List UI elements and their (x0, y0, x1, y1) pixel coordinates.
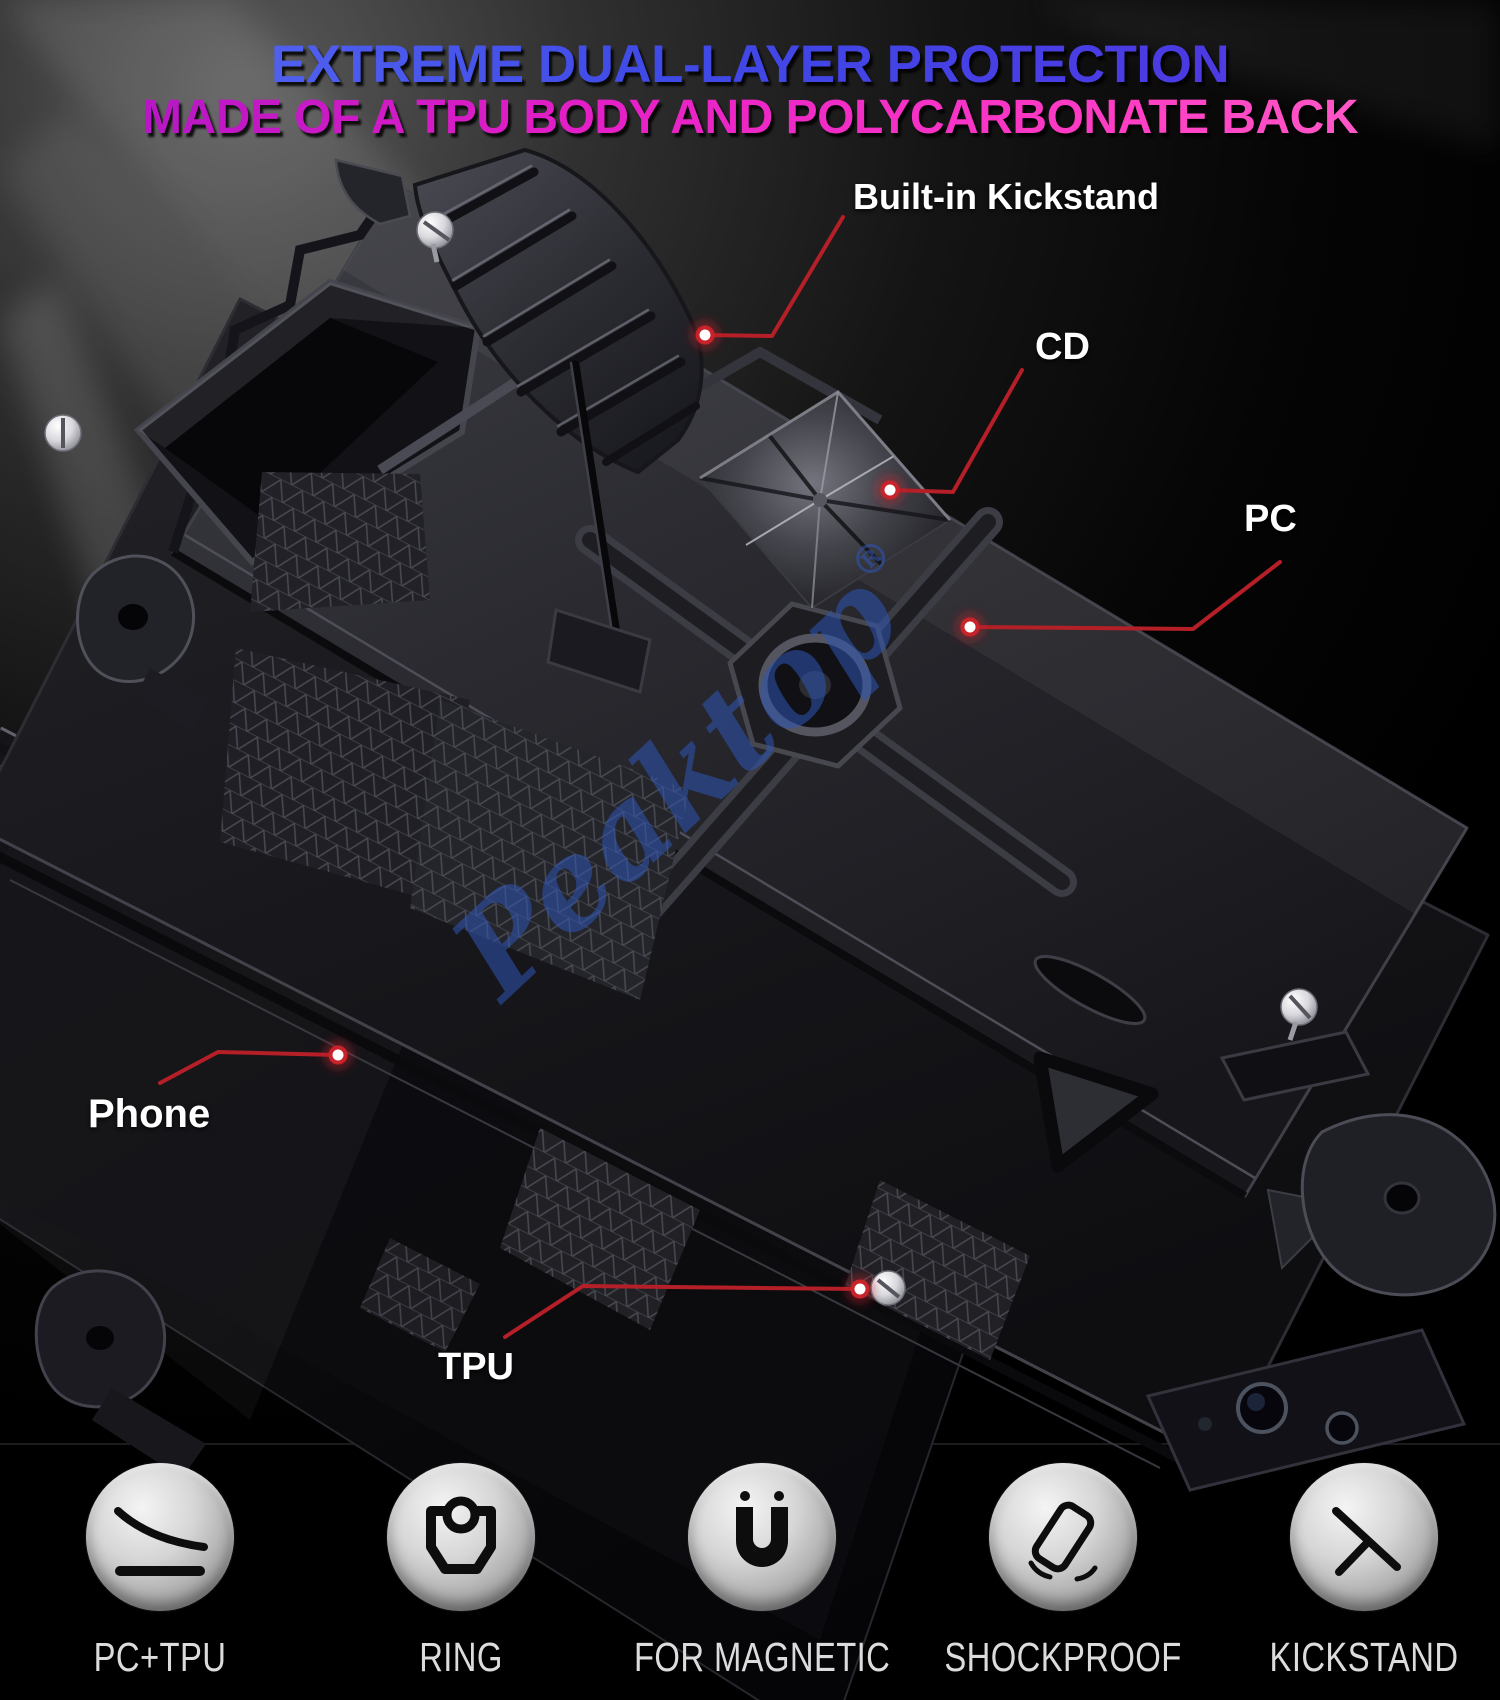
plate-bar (1219, 1030, 1371, 1102)
ring-holder-icon (426, 1496, 496, 1574)
light-streak (1030, 0, 1500, 150)
left-corner-bumper (76, 554, 208, 732)
feature-badge-magnetic (688, 1463, 836, 1611)
callout-line-cd (888, 368, 1024, 494)
feature-label-ring: RING (419, 1634, 503, 1680)
camera-lens (1325, 1411, 1359, 1445)
callout-line-tpu (503, 1284, 862, 1339)
screw (44, 414, 82, 452)
callout-label-cd: CD (1035, 326, 1090, 368)
callout-dots (324, 321, 984, 1303)
tpu-edge-highlight (0, 837, 1221, 1463)
kickstand-prop-icon (1332, 1507, 1401, 1576)
camera-module (1145, 1328, 1467, 1492)
feature-label-kickstand: KICKSTAND (1269, 1634, 1459, 1680)
feature-label-pc-tpu: PC+TPU (93, 1634, 227, 1680)
page-title: EXTREME DUAL-LAYER PROTECTION (0, 34, 1500, 95)
magnet-icon (736, 1491, 788, 1567)
kickstand-assembly (334, 147, 704, 694)
callout-lines (158, 215, 1282, 1339)
plate-triangle-emboss (1033, 1051, 1159, 1173)
feature-label-shockproof: SHOCKPROOF (944, 1634, 1182, 1680)
bottom-left-corner-bumper (34, 1269, 206, 1478)
feature-badge-pc-tpu (86, 1463, 234, 1611)
kickstand-hook (334, 158, 412, 226)
callout-label-pc: PC (1244, 498, 1297, 540)
plate-slot (1033, 954, 1147, 1026)
falling-phone-icon (1028, 1501, 1098, 1582)
screws (44, 211, 1318, 1306)
callout-line-pc (968, 560, 1282, 631)
callout-line-kickstand (703, 215, 845, 338)
camera-flash (1198, 1417, 1212, 1431)
callout-line-phone (158, 1050, 340, 1085)
cd-disc (698, 390, 952, 610)
kickstand-hinge (546, 608, 652, 694)
callout-label-phone: Phone (88, 1092, 211, 1136)
screw (870, 1270, 906, 1306)
page-subtitle: MADE OF A TPU BODY AND POLYCARBONATE BAC… (0, 90, 1500, 145)
kickstand-ribs (427, 164, 700, 466)
screw (1280, 988, 1318, 1041)
feature-badge-shockproof (989, 1463, 1137, 1611)
screw (416, 211, 454, 263)
callout-label-kickstand: Built-in Kickstand (853, 176, 1160, 217)
ring-mount (727, 601, 903, 769)
feature-badge-kickstand (1290, 1463, 1438, 1611)
case-layers-icon (114, 1507, 208, 1576)
bottom-right-corner-bumper (1300, 1113, 1497, 1297)
kickstand-leg (570, 360, 621, 639)
phone-screen (0, 800, 940, 1640)
callout-label-tpu: TPU (438, 1346, 514, 1388)
lid-window (133, 278, 482, 566)
feature-badge-ring (387, 1463, 535, 1611)
feature-label-magnetic: FOR MAGNETIC (634, 1634, 891, 1680)
